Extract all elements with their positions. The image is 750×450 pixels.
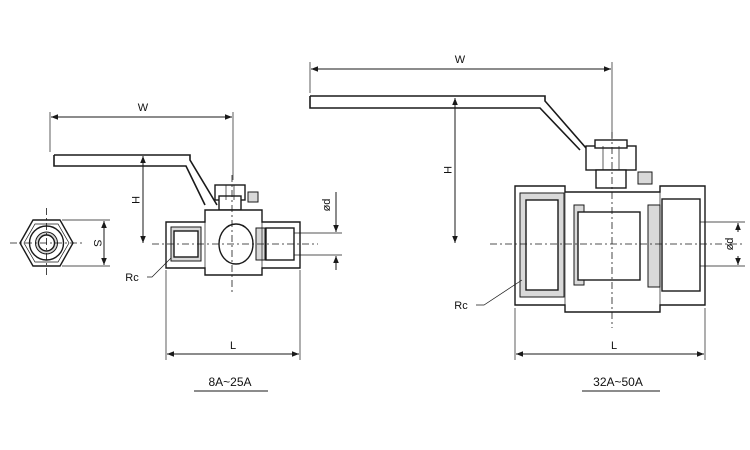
end-view-hex: [10, 208, 84, 278]
large-dimension-d: ød: [700, 221, 745, 267]
large-dimension-l: L: [514, 308, 706, 360]
svg-text:Rc: Rc: [125, 272, 139, 284]
large-dimension-h: H: [441, 98, 458, 243]
dim-label-h-large: H: [441, 166, 453, 174]
dim-label-d-large: ød: [724, 238, 736, 251]
dim-label-d-small: ød: [321, 199, 333, 212]
dim-label-h-small: H: [129, 196, 141, 204]
caption-32a-50a: 32A~50A: [593, 375, 643, 389]
dimension-s: S: [62, 219, 110, 267]
large-valve-side-view: [309, 95, 745, 328]
small-dimension-w: W: [49, 102, 234, 180]
dim-label-w-large: W: [455, 54, 466, 66]
small-dimension-h: H: [129, 156, 146, 243]
small-dimension-d: ød: [294, 192, 342, 270]
dim-label-s: S: [91, 239, 103, 246]
dim-label-l-small: L: [230, 340, 236, 352]
large-dimension-w: W: [309, 54, 613, 138]
caption-8a-25a: 8A~25A: [208, 375, 251, 389]
large-label-rc: Rc: [454, 279, 523, 312]
dim-label-l-large: L: [611, 340, 617, 352]
small-caption: 8A~25A: [194, 375, 268, 392]
small-dimension-l: L: [165, 270, 301, 360]
dim-label-w-small: W: [138, 102, 149, 114]
small-label-rc: Rc: [125, 257, 172, 284]
svg-text:Rc: Rc: [454, 300, 468, 312]
large-caption: 32A~50A: [582, 375, 660, 392]
small-valve-side-view: [53, 154, 318, 292]
